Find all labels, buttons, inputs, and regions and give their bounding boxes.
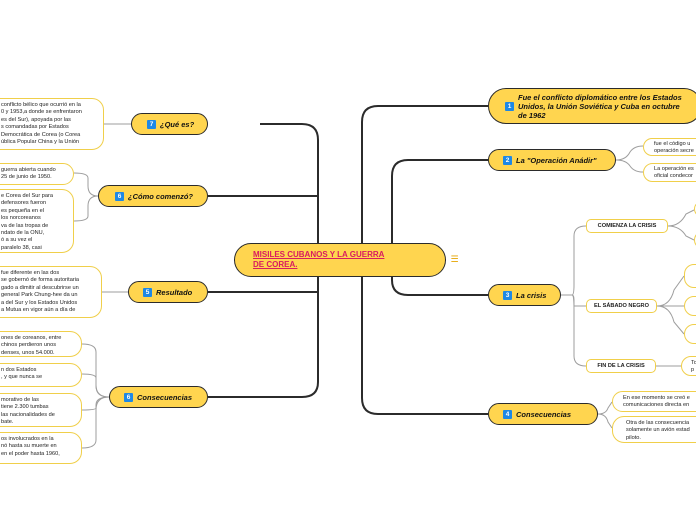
note-como-comenzo-2[interactable]: e Corea del Sur para defensores fueron e…	[0, 189, 74, 253]
note-fin-de-la-crisis[interactable]: To p	[681, 356, 696, 376]
branch-number-badge: 4	[503, 409, 512, 419]
note-consecuencias-left-3[interactable]: morativo de las tiene 2.300 tumbas las n…	[0, 393, 82, 427]
branch-number-badge: 6	[124, 392, 133, 402]
branch-number-badge: 1	[505, 101, 514, 111]
central-topic-title: MISILES CUBANOS Y LA GUERRA DE COREA.	[253, 250, 385, 269]
branch-como-comenzo[interactable]: 6 ¿Cómo comenzó?	[98, 185, 208, 207]
branch-label: La "Operación Anádir"	[516, 155, 597, 165]
branch-consecuencias-right[interactable]: 4 Consecuencias	[488, 403, 598, 425]
sub-el-sabado-negro[interactable]: EL SÁBADO NEGRO	[586, 299, 657, 313]
branch-label: ¿Qué es?	[160, 119, 195, 129]
note-stub[interactable]	[684, 324, 696, 344]
note-consecuencias-left-4[interactable]: os involucrados en la nó hasta su muerte…	[0, 432, 82, 464]
sub-fin-de-la-crisis[interactable]: FIN DE LA CRISIS	[586, 359, 656, 373]
note-consecuencias-right-2[interactable]: Otra de las consecuencia solamente un av…	[612, 416, 696, 443]
branch-number-badge: 6	[115, 191, 124, 201]
central-topic[interactable]: MISILES CUBANOS Y LA GUERRA DE COREA.	[234, 243, 446, 277]
note-stub[interactable]	[684, 296, 696, 316]
branch-label: Consecuencias	[516, 409, 572, 419]
note-operacion-anadir-2[interactable]: La operación es oficial condecor	[643, 163, 696, 182]
note-como-comenzo-1[interactable]: guerra abierta cuando 25 de junio de 195…	[0, 163, 74, 185]
note-operacion-anadir-1[interactable]: fue el código u operación secre	[643, 138, 696, 156]
note-consecuencias-left-1[interactable]: ones de coreanos, entre chinos perdieron…	[0, 331, 82, 357]
branch-label: ¿Cómo comenzó?	[128, 191, 193, 201]
note-consecuencias-right-1[interactable]: En ese momento se creó e comunicaciones …	[612, 391, 696, 412]
branch-resultado[interactable]: 5 Resultado	[128, 281, 208, 303]
branch-label: La crisis	[516, 290, 547, 300]
branch-consecuencias-left[interactable]: 6 Consecuencias	[109, 386, 208, 408]
branch-label: Consecuencias	[137, 392, 193, 402]
branch-number-badge: 7	[147, 119, 156, 129]
note-que-es[interactable]: conflicto bélico que ocurrió en la 0 y 1…	[0, 98, 104, 150]
branch-que-es[interactable]: 7 ¿Qué es?	[131, 113, 208, 135]
note-resultado[interactable]: fue diferente en las dos se gobernó de f…	[0, 266, 102, 318]
note-stub[interactable]	[684, 264, 696, 288]
branch-label: Fue el conflicto diplomático entre los E…	[518, 92, 682, 120]
branch-conflicto-diplomatico[interactable]: 1 Fue el conflicto diplomático entre los…	[488, 88, 696, 124]
branch-la-crisis[interactable]: 3 La crisis	[488, 284, 561, 306]
branch-label: Resultado	[156, 287, 193, 297]
hamburger-menu-icon[interactable]: ☰	[450, 254, 459, 264]
note-consecuencias-left-2[interactable]: n dos Estados , y que nunca se	[0, 363, 82, 387]
branch-number-badge: 5	[143, 287, 152, 297]
branch-number-badge: 2	[503, 155, 512, 165]
sub-comienza-la-crisis[interactable]: COMIENZA LA CRISIS	[586, 219, 668, 233]
branch-operacion-anadir[interactable]: 2 La "Operación Anádir"	[488, 149, 616, 171]
branch-number-badge: 3	[503, 290, 512, 300]
